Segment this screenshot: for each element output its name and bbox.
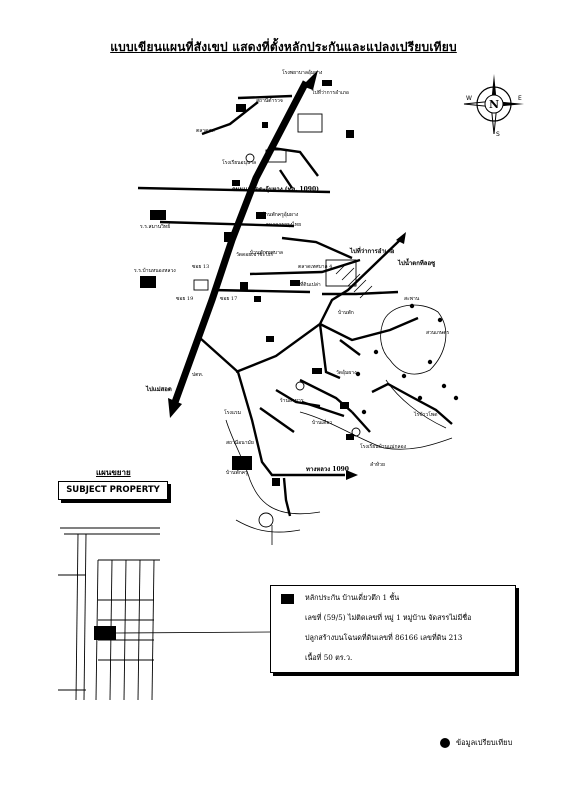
map-label: โรงแรม <box>224 410 242 416</box>
map-label: โรงพยาบาลอุ้มผาง <box>282 70 323 76</box>
map-label: ปตท. <box>192 372 204 378</box>
map-label: บ้านพัก <box>338 310 354 316</box>
compass-e: E <box>518 95 522 102</box>
map-label: ซอย 13 <box>192 264 210 270</box>
map-label: ไปที่ว่าการอำเภอ <box>350 248 395 255</box>
info-line-3: ปลูกสร้างบนโฉนดที่ดินเลขที่ 86166 เลขที่… <box>305 633 463 642</box>
map-label: ร.ร.บ้านหนองหลวง <box>134 268 176 274</box>
map-label: ไปแม่สอด <box>146 386 172 393</box>
map-label: บ้านพักครูอุ้มผาง <box>262 212 299 218</box>
map-label: สะพาน <box>404 296 420 302</box>
map-label: ที่ดินเปล่า <box>300 282 321 288</box>
compass-rose: N W E S <box>463 74 524 138</box>
map-label: โรงเรียนอนุบาล <box>222 160 257 166</box>
secondary-roads <box>137 94 453 517</box>
inset-plan <box>58 527 160 701</box>
map-label: โรงเรียนบ้านแม่กลอง <box>360 444 407 450</box>
subject-parcel <box>94 626 116 640</box>
map-label: บ้านเดี่ยว <box>312 420 333 426</box>
field-hatch <box>335 263 447 429</box>
map-label: ไร่ข้าวโพด <box>414 412 438 418</box>
info-line-4: เนื้อที่ 50 ตร.ว. <box>305 653 353 662</box>
map-label: ลำห้วย <box>370 462 385 468</box>
info-line-2: เลขที่ (59/5) ไม่ติดเลขที่ หมู่ 1 หมู่บ้… <box>305 613 472 622</box>
map-label: ซอย 17 <box>220 296 238 302</box>
road-arrow-ne <box>396 232 406 244</box>
map-label: วัดอุ้มผาง <box>336 370 357 376</box>
map-label: ร้านอาหาร <box>280 398 304 404</box>
map-label: ตลาดสด <box>196 128 215 134</box>
comparison-dot-icon <box>440 738 450 748</box>
map-label: ไปที่ว่าการอำเภอ <box>312 90 349 96</box>
highway-arrow-south <box>168 398 182 418</box>
map-label: ทางหลวง 1090 <box>306 466 349 473</box>
compass-center-n: N <box>489 98 499 111</box>
reference-markers <box>245 153 361 528</box>
outline-buildings <box>193 113 357 291</box>
legend-title: แผนขยาย <box>96 467 131 477</box>
highway-arrow-north <box>302 70 318 90</box>
road-arrow-east <box>346 470 358 480</box>
inset-leader-line <box>115 631 271 634</box>
stream <box>225 411 453 533</box>
main-highway <box>170 80 310 407</box>
map-label: ร.ร.สมานวิทย์ <box>140 224 171 230</box>
collateral-marker <box>281 594 294 604</box>
subject-property-label: SUBJECT PROPERTY <box>58 481 168 500</box>
map-label: วัดดอยเขาชะโงก <box>236 252 274 258</box>
map-label: สวนเกษตร <box>426 330 450 336</box>
map-label: ถนนแม่สอด-อุ้มผาง (ทล. 1090) <box>232 186 319 193</box>
comparison-legend: ข้อมูลเปรียบเทียบ <box>440 737 512 749</box>
map-label: สถานีอนามัย <box>226 440 254 446</box>
legend-label: ข้อมูลเปรียบเทียบ <box>456 738 513 747</box>
tree-symbols <box>355 303 459 415</box>
map-label: สถานีตำรวจ <box>256 98 283 104</box>
map-label: ซอย 19 <box>176 296 194 302</box>
map-label: บ้านพักเทศบาล <box>250 250 283 256</box>
buildings <box>140 80 354 486</box>
map-label: ตลาดเทศบาล 4 <box>298 264 333 270</box>
map-label: ไปน้ำตกทีลอซู <box>398 260 436 267</box>
info-line-1: หลักประกัน บ้านเดี่ยวตึก 1 ชั้น <box>305 593 400 602</box>
map-label: บ้านพักครู <box>226 470 248 476</box>
collateral-info-box: หลักประกัน บ้านเดี่ยวตึก 1 ชั้น เลขที่ (… <box>270 585 516 673</box>
compass-s: S <box>496 131 500 138</box>
map-title: แบบเขียนแผนที่สังเขป แสดงที่ตั้งหลักประก… <box>110 40 457 54</box>
compass-w: W <box>466 95 472 102</box>
map-label: ธนาคารกรุงไทย <box>266 222 302 228</box>
